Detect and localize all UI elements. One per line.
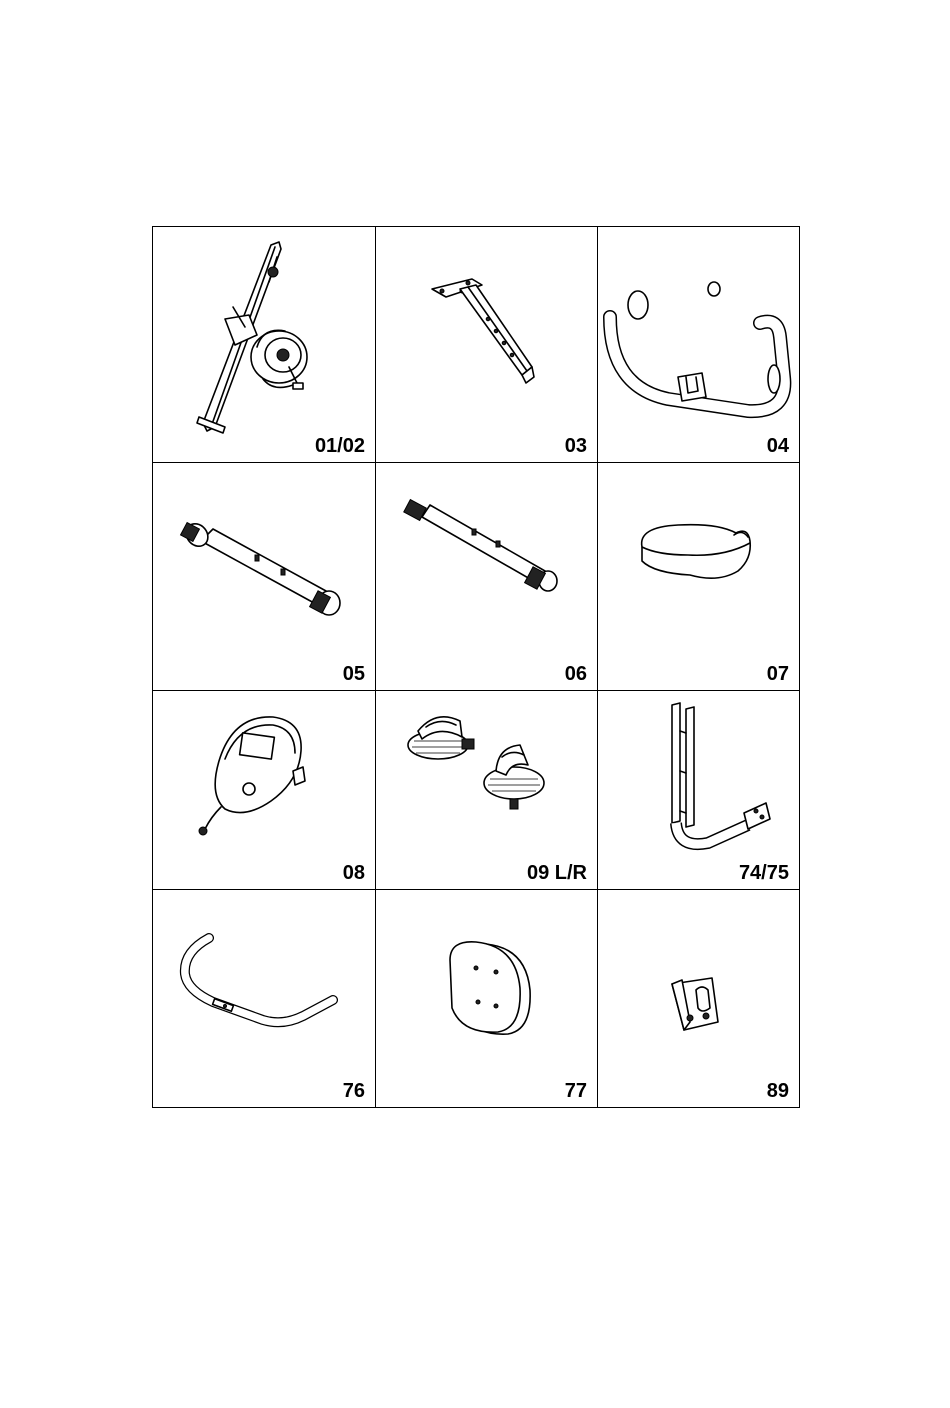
part-label: 03: [565, 436, 587, 456]
part-label: 08: [343, 863, 365, 883]
main-frame-icon: [153, 227, 375, 462]
part-cell-05: 05: [153, 463, 375, 690]
part-label: 77: [565, 1081, 587, 1101]
seat-post-icon: [376, 227, 597, 462]
part-cell-77: 77: [376, 890, 597, 1107]
part-label: 07: [767, 664, 789, 684]
part-cell-0102: 01/02: [153, 227, 375, 462]
part-cell-7475: 74/75: [598, 691, 799, 889]
backrest-frame-icon: [598, 691, 799, 889]
part-cell-09: 09 L/R: [376, 691, 597, 889]
bracket-icon: [598, 890, 799, 1107]
part-cell-03: 03: [376, 227, 597, 462]
back-handlebar-icon: [153, 890, 375, 1107]
part-label: 05: [343, 664, 365, 684]
part-label: 76: [343, 1081, 365, 1101]
part-label: 06: [565, 664, 587, 684]
backrest-pad-icon: [376, 890, 597, 1107]
part-cell-06: 06: [376, 463, 597, 690]
part-cell-07: 07: [598, 463, 799, 690]
part-cell-08: 08: [153, 691, 375, 889]
seat-cushion-icon: [598, 463, 799, 690]
part-label: 74/75: [739, 863, 789, 883]
part-cell-76: 76: [153, 890, 375, 1107]
part-label: 89: [767, 1081, 789, 1101]
rear-stabilizer-icon: [376, 463, 597, 690]
pedals-icon: [376, 691, 597, 889]
computer-console-icon: [153, 691, 375, 889]
part-label: 04: [767, 436, 789, 456]
handlebar-icon: [598, 227, 799, 462]
part-cell-04: 04: [598, 227, 799, 462]
part-label: 09 L/R: [527, 863, 587, 883]
part-label: 01/02: [315, 436, 365, 456]
part-cell-89: 89: [598, 890, 799, 1107]
front-stabilizer-icon: [153, 463, 375, 690]
parts-table: 01/02 03 04: [152, 226, 800, 1108]
